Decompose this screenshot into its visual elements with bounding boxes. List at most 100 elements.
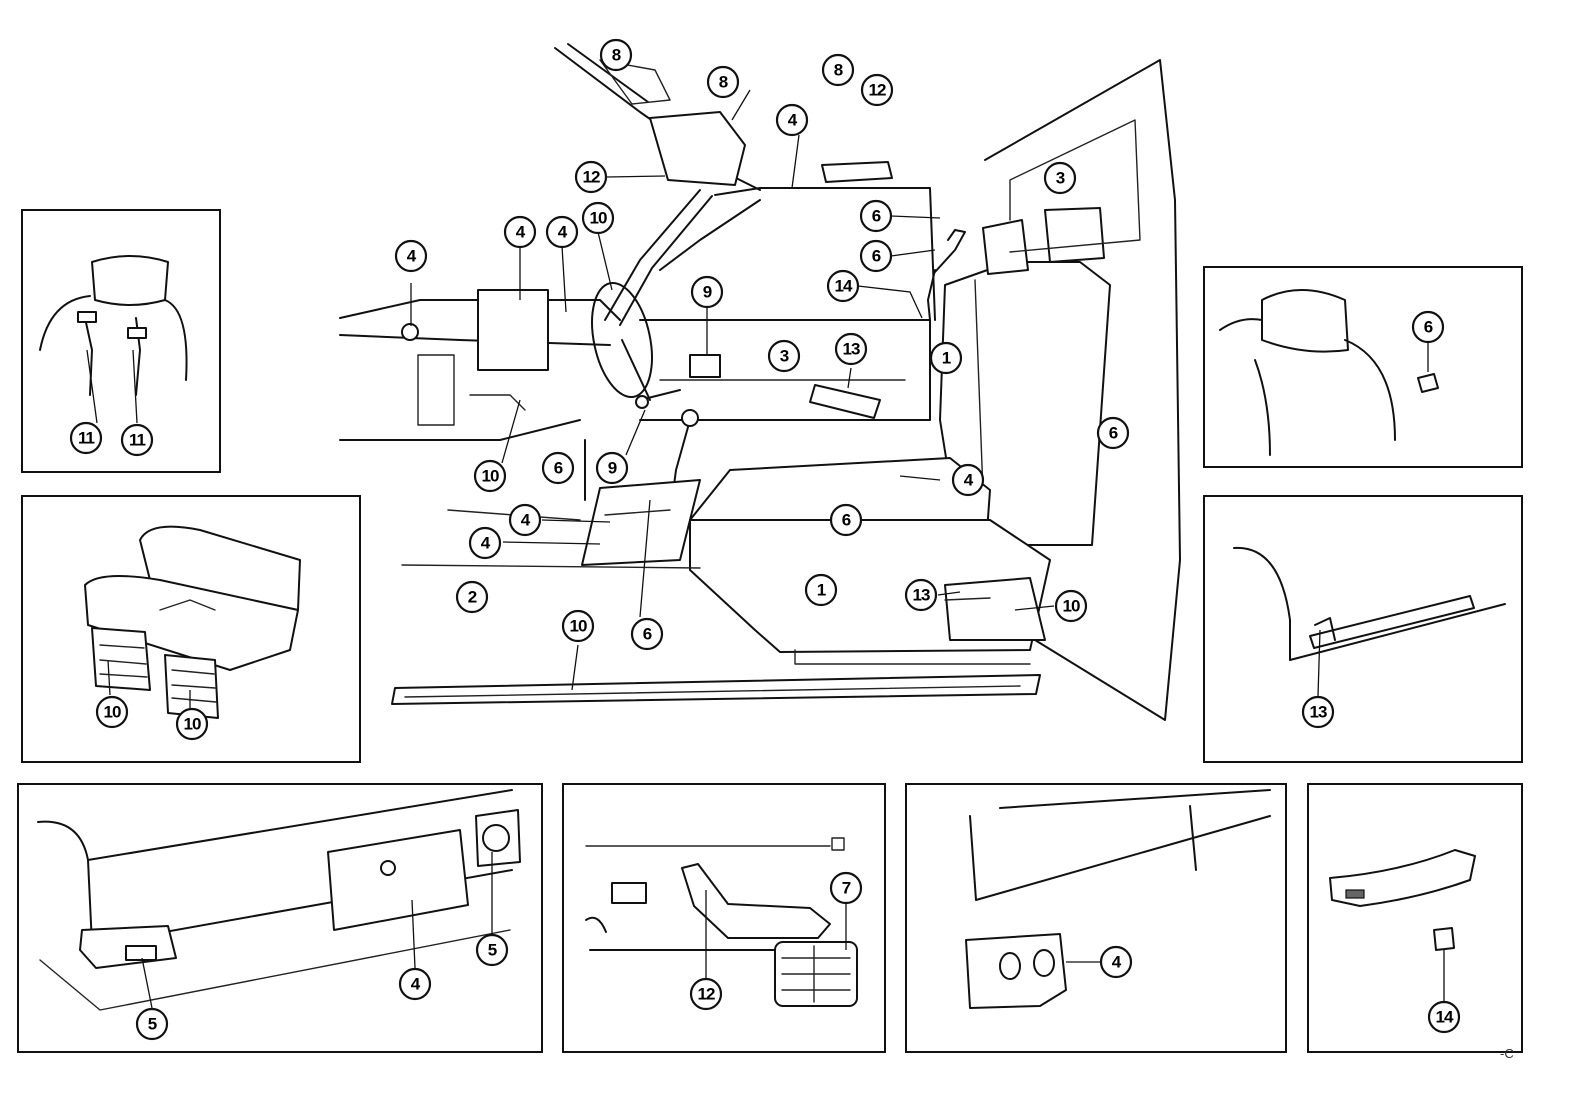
callout-label: 5 [148, 1015, 157, 1034]
inset-bench-seat-frame [21, 495, 361, 763]
dash-vent [401, 323, 419, 341]
callout-label: 1 [942, 349, 951, 368]
callout-label: 6 [554, 459, 563, 478]
grip-handle-clip [1433, 927, 1455, 951]
callout-c-main-4-consoleA: 4 [508, 503, 542, 537]
callout-c-main-1b: 1 [804, 573, 838, 607]
front-headrest-left [982, 219, 1029, 275]
callout-c-main-2: 2 [455, 580, 489, 614]
callout-label: 8 [612, 46, 621, 65]
callout-c-main-8c: 8 [821, 53, 855, 87]
inset-grip-handle-illustration [1329, 849, 1476, 951]
inset-under-dash-frame [905, 783, 1287, 1053]
callout-c-main-10-sill: 10 [561, 609, 595, 643]
inset-headrest-frame [21, 209, 221, 473]
inset-rear-seat-illustration [1219, 289, 1439, 456]
callout-c-main-6c: 6 [1096, 416, 1130, 450]
callout-label: 11 [78, 429, 95, 448]
callout-label: 6 [1424, 318, 1433, 337]
callout-label: 4 [964, 471, 974, 490]
inset-console-illustration [585, 837, 858, 1007]
callout-c-main-4-consoleB: 4 [468, 526, 502, 560]
callout-label: 3 [780, 347, 789, 366]
callout-label: 7 [842, 879, 851, 898]
callout-label: 8 [719, 73, 728, 92]
seat-hook-clip [1417, 373, 1439, 393]
callout-label: 4 [481, 534, 491, 553]
callout-bubbles: 8 8 8 12 4 12 3 6 6 14 4 4 4 10 9 3 13 1… [69, 38, 1461, 1041]
callout-label: 6 [643, 625, 652, 644]
callout-c-tl-11b: 11 [120, 423, 154, 457]
callout-c-main-6a: 6 [859, 199, 893, 233]
callout-label: 10 [184, 715, 201, 734]
callout-c-main-4-dashR: 4 [545, 215, 579, 249]
callout-label: 4 [411, 975, 421, 994]
callout-c-main-4-seat: 4 [951, 463, 985, 497]
inset-grip-handle-frame [1307, 783, 1523, 1053]
corner-mark: -C [1500, 1046, 1514, 1061]
callout-label: 6 [872, 207, 881, 226]
callout-label: 12 [583, 168, 600, 187]
callout-label: 14 [835, 277, 853, 296]
callout-label: 10 [570, 617, 587, 636]
glovebox-door [327, 829, 469, 931]
inset-console-frame [562, 783, 886, 1053]
center-console [581, 479, 701, 566]
callout-c-main-12a: 12 [860, 73, 894, 107]
seat-rail [1309, 595, 1475, 649]
callout-c-main-12b: 12 [574, 160, 608, 194]
callout-c-main-9b: 9 [595, 451, 629, 485]
sun-visor [649, 111, 746, 186]
callout-c-brr-14: 14 [1427, 1000, 1461, 1034]
callout-c-ml-10b: 10 [175, 707, 209, 741]
callout-label: 10 [1063, 597, 1080, 616]
callout-label: 14 [1436, 1008, 1454, 1027]
front-headrest-right [1044, 207, 1105, 263]
inset-seat-rail-frame [1203, 495, 1523, 763]
callout-label: 8 [834, 61, 843, 80]
callout-c-main-10-wheel: 10 [581, 201, 615, 235]
callout-label: 9 [608, 459, 617, 478]
callout-c-main-10-dashlow: 10 [473, 459, 507, 493]
door-armrest [809, 384, 881, 419]
inset-panel-frames [17, 209, 1523, 1053]
callout-c-bl-5b: 5 [475, 933, 509, 967]
seat-slide-cover [944, 577, 1046, 641]
callout-label: 10 [104, 703, 121, 722]
callout-label: 4 [521, 511, 531, 530]
callout-label: 10 [590, 209, 607, 228]
callout-c-tl-11a: 11 [69, 421, 103, 455]
callout-c-bm-12: 12 [689, 977, 723, 1011]
callout-c-main-3a: 3 [1043, 161, 1077, 195]
callout-label: 1 [817, 581, 826, 600]
callout-label: 9 [703, 283, 712, 302]
callout-c-main-13a: 13 [834, 332, 868, 366]
callout-label: 2 [468, 588, 477, 607]
callout-c-bm-7: 7 [829, 871, 863, 905]
callout-c-main-6d: 6 [541, 451, 575, 485]
callout-label: 4 [558, 223, 568, 242]
callout-c-main-4-dashL: 4 [394, 239, 428, 273]
callout-c-main-8a: 8 [599, 38, 633, 72]
callout-c-main-6b: 6 [859, 239, 893, 273]
callout-label: 12 [869, 81, 886, 100]
callout-label: 4 [407, 247, 417, 266]
callout-label: 5 [488, 941, 497, 960]
inset-bench-seat-illustration [84, 525, 301, 719]
callout-label: 12 [698, 985, 715, 1004]
callout-c-bl-5a: 5 [135, 1007, 169, 1041]
callout-c-mr-13: 13 [1301, 695, 1335, 729]
callout-c-main-6f: 6 [630, 617, 664, 651]
callout-label: 4 [788, 111, 798, 130]
door-sill-scuff-plate [391, 674, 1041, 705]
instrument-cluster [477, 289, 549, 371]
callout-c-main-14: 14 [826, 269, 860, 303]
callout-label: 13 [913, 586, 930, 605]
callout-label: 6 [1109, 424, 1118, 443]
callout-label: 13 [843, 340, 860, 359]
callout-label: 6 [872, 247, 881, 266]
inset-glovebox-frame [17, 783, 543, 1053]
callout-label: 3 [1056, 169, 1065, 188]
callout-label: 4 [1112, 953, 1122, 972]
inset-glovebox-illustration [37, 789, 521, 1011]
